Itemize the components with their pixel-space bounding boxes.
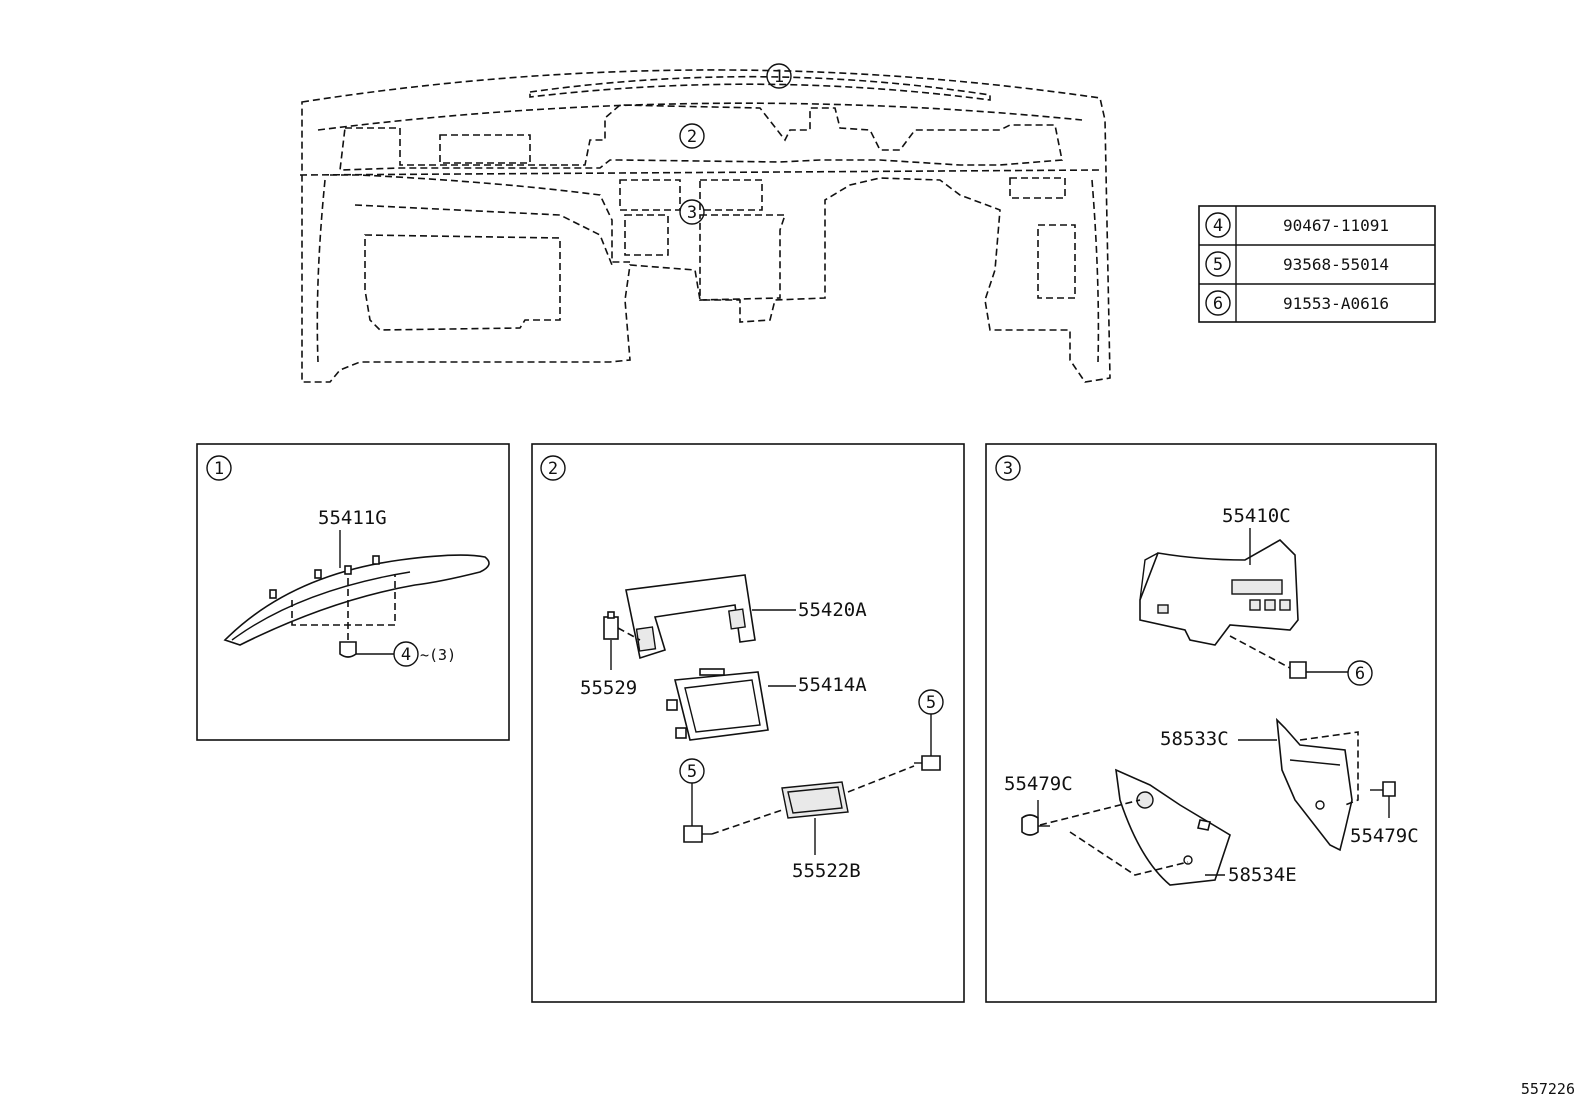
marker-1: 1 (774, 67, 784, 87)
panel-2-label: 2 (548, 459, 558, 479)
marker-3: 3 (687, 203, 697, 223)
trim-part-55411G (223, 554, 490, 646)
marker-5: 5 (926, 693, 936, 713)
part-label-55479C-left: 55479C (1004, 773, 1073, 795)
detail-panel-2: 2 55420A 55529 55414A 5 5 (531, 443, 965, 1003)
part-label-55414A: 55414A (798, 674, 867, 696)
detail-panel-3: 3 55410C 6 58533C 55479C (985, 443, 1437, 1003)
marker-4: 4 (401, 645, 411, 665)
panel-1-label: 1 (214, 459, 224, 479)
part-label-55522B: 55522B (792, 860, 861, 882)
marker-6: 6 (1355, 664, 1365, 684)
screw-icon (683, 825, 703, 843)
marker-5: 5 (687, 762, 697, 782)
table-row-part-number: 91553-A0616 (1283, 294, 1389, 313)
qty-note: ~(3) (420, 646, 456, 664)
table-row-part-number: 93568-55014 (1283, 255, 1389, 274)
bracket-part-58533C (1275, 717, 1353, 852)
clip-icon (1382, 781, 1396, 797)
table-row-ref: 5 (1213, 255, 1223, 275)
part-label-55479C-right: 55479C (1350, 825, 1419, 847)
screw-icon (921, 755, 941, 771)
marker-2: 2 (687, 127, 697, 147)
detail-panel-1: 1 55411G 4 ~(3) (196, 443, 510, 741)
fastener-table: 4 90467-11091 5 93568-55014 6 91553-A061… (1198, 205, 1436, 323)
clip-icon (1021, 814, 1039, 836)
part-label-58534E: 58534E (1228, 864, 1297, 886)
cover-part-58534E (1115, 768, 1231, 886)
part-label-55529: 55529 (580, 677, 637, 699)
dashboard-overview: 1 2 3 (299, 63, 1111, 383)
table-row-ref: 6 (1213, 294, 1223, 314)
bezel-part-55420A (625, 574, 756, 660)
table-row-ref: 4 (1213, 216, 1223, 236)
bracket-part-55410C (1139, 539, 1299, 646)
part-label-55411G: 55411G (318, 507, 387, 529)
bolt-icon (1289, 661, 1307, 679)
switch-part-55529 (603, 616, 619, 640)
part-label-58533C: 58533C (1160, 728, 1229, 750)
part-label-55420A: 55420A (798, 599, 867, 621)
panel-3-label: 3 (1003, 459, 1013, 479)
display-part-55414A (673, 671, 769, 741)
part-label-55410C: 55410C (1222, 505, 1291, 527)
diagram-id: 557226 (1521, 1080, 1575, 1098)
table-row-part-number: 90467-11091 (1283, 216, 1389, 235)
